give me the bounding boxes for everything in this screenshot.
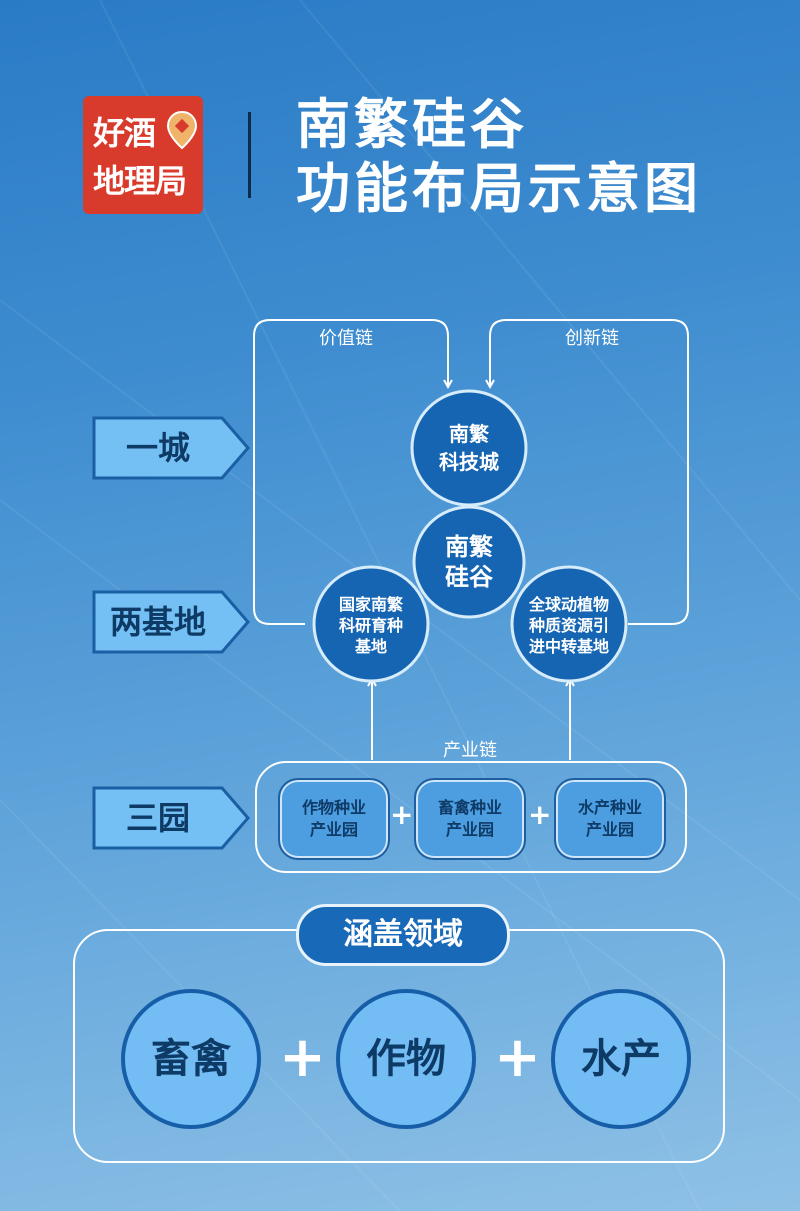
- breeding-base-text: 国家南繁 科研育种 基地: [321, 594, 421, 656]
- center-line: 南繁: [445, 533, 493, 561]
- tier-arrow-shape: [92, 590, 250, 654]
- park-line: 产业园: [309, 820, 358, 839]
- breeding-base-line: 科研育种: [338, 615, 403, 635]
- logo-line2: 地理局: [93, 162, 187, 200]
- plus-sign: +: [528, 798, 552, 831]
- tier-bases-label: 两基地: [92, 590, 252, 654]
- center-line: 硅谷: [445, 563, 493, 591]
- transfer-base-line: 种质资源引: [528, 615, 609, 635]
- park-aquatic: 水产种业 产业园: [554, 778, 666, 860]
- coverage-title: 涵盖领域: [296, 904, 510, 966]
- transfer-base-text: 全球动植物 种质资源引 进中转基地: [515, 594, 623, 656]
- logo: 好酒 地理局: [83, 96, 203, 214]
- logo-line1: 好酒: [93, 114, 156, 152]
- page-title-line1: 南繁硅谷: [296, 93, 528, 156]
- park-line: 产业园: [585, 820, 634, 839]
- plus-sign: +: [279, 1025, 326, 1090]
- center-text: 南繁 硅谷: [419, 530, 519, 594]
- tech-city-line: 南繁: [449, 422, 489, 446]
- tier-city-text: 一城: [125, 429, 190, 467]
- breeding-base-line: 基地: [354, 636, 387, 656]
- transfer-base-line: 全球动植物: [528, 594, 609, 614]
- breeding-base-line: 国家南繁: [338, 594, 403, 614]
- tier-arrow-shape: [92, 786, 250, 850]
- coverage-aquatic: 水产: [551, 989, 691, 1129]
- coverage-livestock: 畜禽: [121, 989, 261, 1129]
- value-chain-connector: [253, 319, 448, 625]
- tier-arrow-shape: [92, 416, 250, 480]
- title-divider: [248, 112, 251, 198]
- transfer-base-line: 进中转基地: [528, 636, 609, 656]
- breeding-base-circle: [312, 565, 430, 683]
- center-circle: [412, 505, 526, 619]
- industry-chain-label: 产业链: [443, 740, 497, 761]
- park-line: 作物种业: [301, 798, 366, 817]
- park-line: 畜禽种业: [437, 798, 502, 817]
- plus-sign: +: [494, 1025, 541, 1090]
- location-pin-icon: [166, 110, 198, 150]
- parks-container: [255, 761, 687, 873]
- plus-sign: +: [390, 798, 414, 831]
- coverage-crop: 作物: [336, 989, 476, 1129]
- park-livestock: 畜禽种业 产业园: [414, 778, 526, 860]
- innovation-chain-label: 创新链: [565, 328, 619, 349]
- value-chain-label: 价值链: [319, 328, 373, 349]
- park-crop: 作物种业 产业园: [278, 778, 390, 860]
- tier-parks-label: 三园: [92, 786, 252, 850]
- innovation-chain-connector: [490, 319, 689, 625]
- tier-bases-text: 两基地: [109, 603, 206, 641]
- park-line: 产业园: [445, 820, 494, 839]
- park-line: 水产种业: [577, 798, 642, 817]
- transfer-base-circle: [510, 565, 628, 683]
- tier-city-label: 一城: [92, 416, 252, 480]
- tier-parks-text: 三园: [125, 799, 190, 837]
- tech-city-circle: [410, 389, 528, 507]
- tech-city-text: 南繁 科技城: [419, 418, 519, 478]
- tech-city-line: 科技城: [439, 450, 499, 474]
- page-title-line2: 功能布局示意图: [296, 157, 702, 220]
